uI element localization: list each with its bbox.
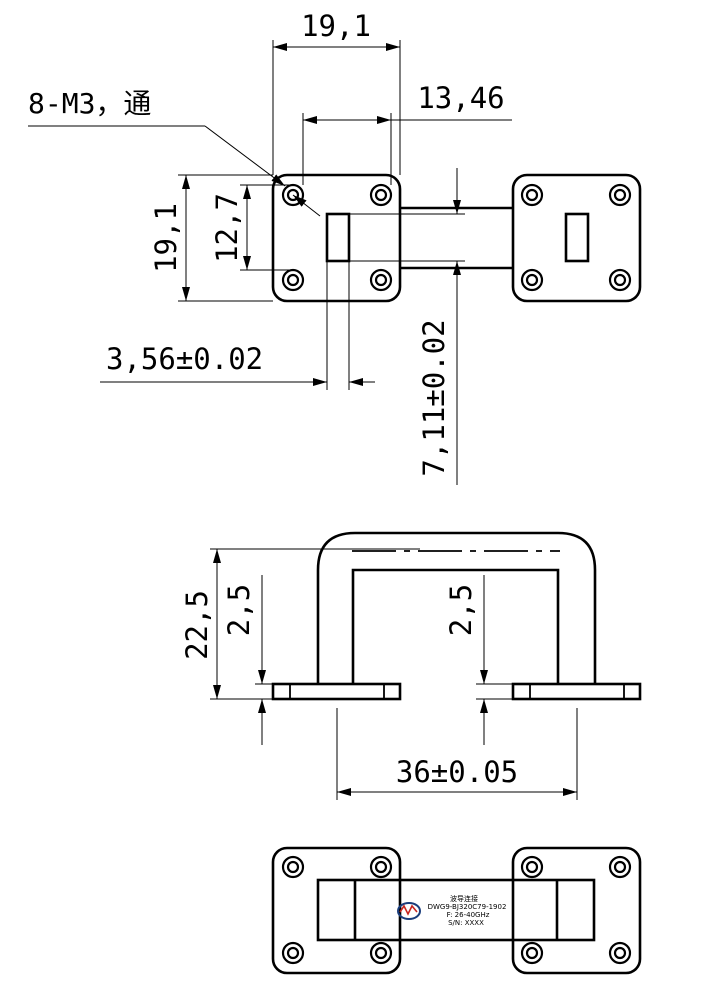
dim-flange-width: 19,1 [301,9,371,43]
dim-total-height: 22,5 [180,590,214,660]
dim-flange-height: 19,1 [149,203,183,273]
dim-inner-height: 12,7 [210,193,244,263]
left-flange [271,173,402,303]
front-left-flange [271,682,402,701]
brand-logo [397,902,421,920]
label-line4: S/N: XXXX [448,919,484,927]
front-right-flange [511,682,642,701]
bottom-right-flange [511,846,642,975]
dim-slot-width: 3,56±0.02 [106,342,263,376]
label-line3: F: 26-40GHz [447,911,490,919]
front-view: 22,5 2,5 2,5 36±0.05 [180,531,642,800]
dim-hole-spacing: 13,46 [417,81,504,115]
right-slot [564,212,590,263]
label-line1: 波导连接 [450,894,478,903]
dim-slot-height: 7,11±0.02 [417,319,451,476]
hole-callout: 8-M3，通 [28,87,151,120]
left-slot [325,212,351,263]
bottom-view: 波导连接 DWG9-BJ320C79-1902 F: 26-40GHz S/N:… [271,846,642,975]
top-view: 19,1 13,46 8-M3，通 19,1 12,7 3,56±0.02 [28,9,642,485]
dim-flange-thickness-right: 2,5 [444,584,478,636]
dim-port-spacing: 36±0.05 [396,755,518,789]
waveguide-body [316,878,596,942]
bottom-left-flange [271,846,402,975]
mounting-holes-bottom [281,855,632,965]
dim-flange-thickness-left: 2,5 [222,584,256,636]
label-line2: DWG9-BJ320C79-1902 [428,903,507,911]
right-flange [511,173,642,303]
mounting-holes-top [281,183,632,292]
